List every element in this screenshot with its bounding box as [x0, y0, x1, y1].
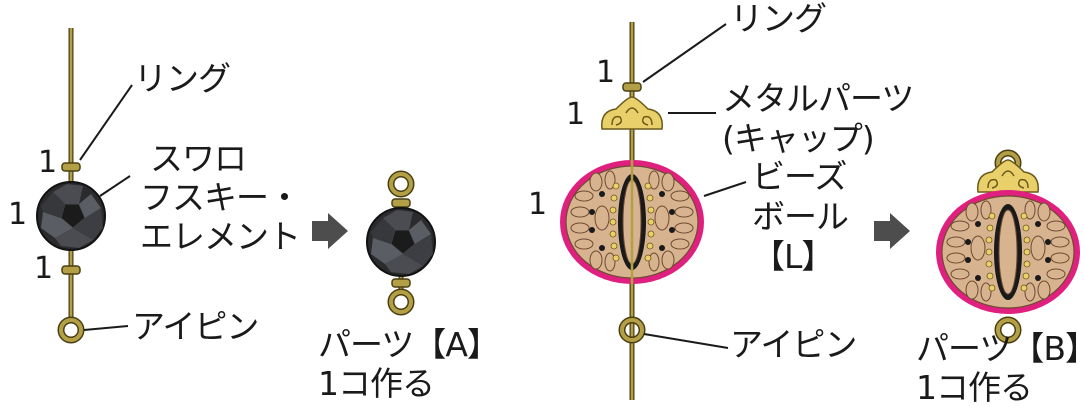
left-ring-leader: [80, 85, 132, 160]
left-crystal: [37, 182, 105, 250]
crystal-label-line3: エレメント: [140, 218, 300, 256]
part-a-caption-line1: パーツ【A】: [318, 326, 499, 364]
crystal-label-line1: スワロ: [150, 140, 246, 178]
right-eyepin-label: アイピン: [730, 326, 856, 364]
ball-label-line1: ビーズ: [752, 158, 846, 196]
arrow-right-icon: [874, 213, 910, 249]
count-crystal: 1: [8, 200, 27, 230]
part-a-illustration: [367, 174, 435, 312]
left-eyepin-loop: [61, 320, 81, 340]
left-ring-label: リング: [134, 60, 230, 98]
right-metal-cap: [602, 97, 662, 129]
right-ring-label: リング: [730, 0, 826, 38]
cap-label-line2: (キャップ): [722, 120, 874, 158]
count-ball: 1: [528, 190, 547, 220]
count-cap: 1: [566, 100, 585, 130]
ball-label-line3: 【L】: [752, 238, 833, 276]
part-b-illustration: [936, 153, 1080, 340]
count-ring: 1: [596, 58, 615, 88]
ball-label-line2: ボール: [752, 198, 848, 236]
left-ring-top: [62, 163, 80, 171]
left-crystal-leader: [100, 176, 130, 196]
left-eyepin-label: アイピン: [132, 308, 258, 346]
count-ring-top: 1: [38, 148, 57, 178]
part-b-caption-line2: 1コ作る: [916, 369, 1032, 407]
left-ring-bottom: [62, 266, 80, 274]
part-b-caption-line1: パーツ【B】: [916, 330, 1085, 368]
crystal-label-line2: フスキー・: [140, 179, 300, 217]
left-eyepin-leader: [84, 326, 128, 330]
right-ball-leader: [704, 182, 746, 196]
left-assembly-illustration: [37, 28, 132, 340]
right-ring: [623, 83, 641, 91]
right-ring-leader: [643, 24, 726, 82]
part-a-caption-line2: 1コ作る: [318, 365, 434, 403]
arrow-right-icon: [312, 213, 348, 249]
right-assembly-illustration: [560, 22, 746, 400]
right-eyepin-leader: [644, 334, 728, 348]
cap-label-line1: メタルパーツ: [722, 80, 913, 118]
count-ring-bottom: 1: [34, 254, 53, 284]
